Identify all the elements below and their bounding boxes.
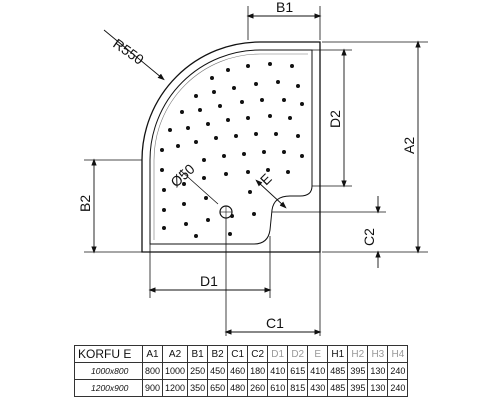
tray-basin-inner-edge bbox=[153, 53, 308, 240]
table-cell: 410 bbox=[267, 362, 289, 380]
table-column-header: H3 bbox=[367, 345, 389, 363]
radius-label: R550 bbox=[110, 35, 147, 67]
dim-d2-label: D2 bbox=[327, 110, 343, 128]
table-column-header: A2 bbox=[162, 345, 189, 363]
table-cell-size: 1000x800 bbox=[74, 362, 143, 380]
dim-b1-label: B1 bbox=[276, 0, 293, 15]
table-cell: 900 bbox=[141, 379, 164, 397]
dim-e-label: E bbox=[257, 170, 275, 188]
table-cell: 800 bbox=[141, 362, 164, 380]
table-cell: 240 bbox=[387, 362, 409, 380]
table-cell: 450 bbox=[207, 362, 229, 380]
dim-b2-label: B2 bbox=[77, 195, 93, 212]
table-cell: 460 bbox=[227, 362, 249, 380]
table-cell: 615 bbox=[287, 362, 309, 380]
table-column-header: E bbox=[307, 345, 329, 363]
table-model-name: KORFU E bbox=[74, 345, 143, 363]
table-column-header: H4 bbox=[387, 345, 409, 363]
table-cell: 395 bbox=[347, 362, 369, 380]
table-cell: 410 bbox=[307, 362, 329, 380]
table-cell: 240 bbox=[387, 379, 409, 397]
table-cell: 260 bbox=[247, 379, 269, 397]
table-cell: 650 bbox=[207, 379, 229, 397]
table-cell: 485 bbox=[327, 362, 349, 380]
table-cell: 430 bbox=[307, 379, 329, 397]
radius-leader bbox=[103, 29, 165, 81]
shower-tray-drawing: Ø50 R550 B1 A2 D2 C2 E B2 D1 C1 bbox=[77, 0, 428, 336]
table-column-header: D1 bbox=[267, 345, 289, 363]
table-cell-size: 1200x900 bbox=[74, 379, 143, 397]
dim-d1-label: D1 bbox=[200, 273, 218, 289]
dim-a2-label: A2 bbox=[401, 137, 417, 154]
table-cell: 815 bbox=[287, 379, 309, 397]
table-column-header: H1 bbox=[327, 345, 349, 363]
table-cell: 180 bbox=[247, 362, 269, 380]
dim-e-line bbox=[255, 179, 287, 209]
table-cell: 250 bbox=[187, 362, 209, 380]
table-cell: 480 bbox=[227, 379, 249, 397]
table-column-header: C1 bbox=[227, 345, 249, 363]
table-cell: 485 bbox=[327, 379, 349, 397]
table-column-header: H2 bbox=[347, 345, 369, 363]
table-column-header: B2 bbox=[207, 345, 229, 363]
drain-diameter-label: Ø50 bbox=[167, 160, 198, 190]
tray-outer-outline bbox=[141, 41, 321, 253]
table-cell: 130 bbox=[367, 379, 389, 397]
table-column-header: B1 bbox=[187, 345, 209, 363]
table-column-header: A1 bbox=[141, 345, 164, 363]
tray-basin-outline bbox=[149, 49, 313, 245]
table-cell: 395 bbox=[347, 379, 369, 397]
table-cell: 350 bbox=[187, 379, 209, 397]
table-cell: 1200 bbox=[162, 379, 189, 397]
anti-slip-dots bbox=[160, 62, 304, 238]
table-cell: 130 bbox=[367, 362, 389, 380]
dim-c1-label: C1 bbox=[266, 315, 284, 331]
table-column-header: C2 bbox=[247, 345, 269, 363]
table-cell: 1000 bbox=[162, 362, 189, 380]
dim-c2-label: C2 bbox=[361, 228, 377, 246]
table-cell: 610 bbox=[267, 379, 289, 397]
table-column-header: D2 bbox=[287, 345, 309, 363]
